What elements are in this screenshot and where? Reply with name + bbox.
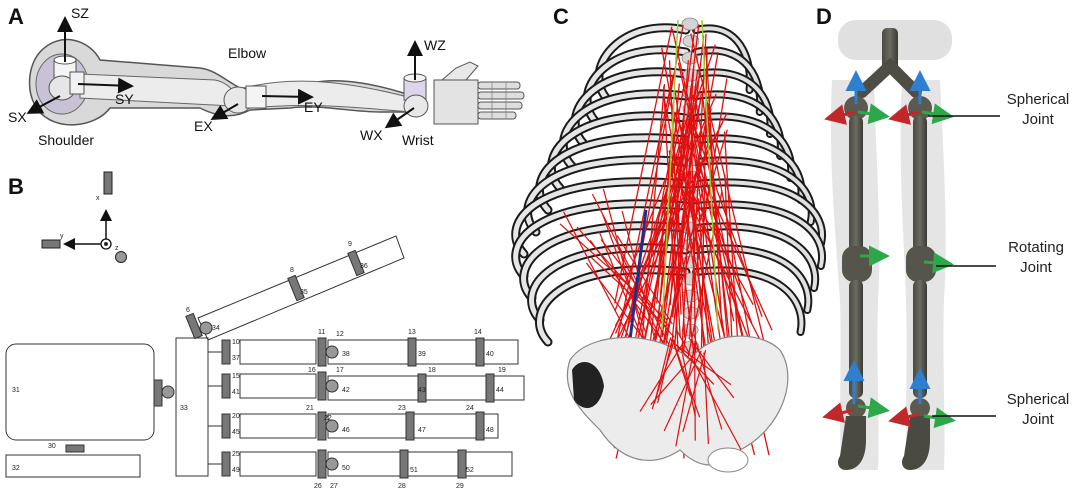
block-label: 10 bbox=[232, 339, 240, 346]
block-label: 47 bbox=[418, 427, 426, 434]
block-label: 15 bbox=[232, 373, 240, 380]
block-label: 8 bbox=[290, 267, 294, 274]
block-label: 35 bbox=[300, 289, 308, 296]
arm-diagram: SZ SX SY Shoulder Elbow EX EY WZ WX Wris… bbox=[8, 5, 524, 148]
label-ex: EX bbox=[194, 118, 213, 134]
block-label: 46 bbox=[342, 427, 350, 434]
label-sy: SY bbox=[115, 91, 134, 107]
block-label: 14 bbox=[474, 329, 482, 336]
ribcage-illustration bbox=[516, 18, 822, 472]
block-label: 42 bbox=[342, 387, 350, 394]
block-label: 6 bbox=[186, 307, 190, 314]
block-label: 48 bbox=[486, 427, 494, 434]
block-label: 25 bbox=[232, 451, 240, 458]
block-label: 28 bbox=[398, 483, 406, 490]
block-label: 24 bbox=[466, 405, 474, 412]
label-rotating-joint-1: Rotating bbox=[1008, 239, 1064, 256]
block-label: 41 bbox=[232, 389, 240, 396]
block-label: 32 bbox=[12, 465, 20, 472]
block-label: 19 bbox=[498, 367, 506, 374]
block-label: 16 bbox=[308, 367, 316, 374]
block-label: 43 bbox=[418, 387, 426, 394]
axis-x-label: x bbox=[96, 195, 100, 202]
label-sx: SX bbox=[8, 109, 27, 125]
block-label: 9 bbox=[348, 241, 352, 248]
block-label: 50 bbox=[342, 465, 350, 472]
block-label: 18 bbox=[428, 367, 436, 374]
block-label: 45 bbox=[232, 429, 240, 436]
block-label: 30 bbox=[48, 443, 56, 450]
knee-right-arrow bbox=[924, 262, 948, 264]
axis-y-label: y bbox=[60, 233, 64, 240]
block-label: 20 bbox=[232, 413, 240, 420]
label-wz: WZ bbox=[424, 37, 446, 53]
label-shoulder: Shoulder bbox=[38, 132, 94, 148]
block-label: 49 bbox=[232, 467, 240, 474]
label-elbow: Elbow bbox=[228, 45, 267, 61]
block-diagram: x y z 31 32 30 33 6 34 8 35 9 36 bbox=[6, 172, 524, 490]
block-label: 39 bbox=[418, 351, 426, 358]
label-rotating-joint-2: Joint bbox=[1020, 259, 1053, 276]
block-label: 21 bbox=[306, 405, 314, 412]
label-spherical-joint-top-1: Spherical bbox=[1007, 91, 1070, 108]
label-wx: WX bbox=[360, 127, 383, 143]
block-label: 13 bbox=[408, 329, 416, 336]
block-label: 40 bbox=[486, 351, 494, 358]
block-label: 52 bbox=[466, 467, 474, 474]
block-label: 27 bbox=[330, 483, 338, 490]
label-spherical-joint-bottom-2: Joint bbox=[1022, 411, 1055, 428]
block-label: 36 bbox=[360, 263, 368, 270]
label-wrist: Wrist bbox=[402, 132, 434, 148]
block-label: 44 bbox=[496, 387, 504, 394]
block-label: 51 bbox=[410, 467, 418, 474]
block-label: 11 bbox=[318, 329, 325, 336]
block-label: 34 bbox=[212, 325, 220, 332]
block-label: 17 bbox=[336, 367, 344, 374]
block-label: 37 bbox=[232, 355, 240, 362]
block-label: 31 bbox=[12, 387, 20, 394]
label-spherical-joint-top-2: Joint bbox=[1022, 111, 1055, 128]
block-label: 33 bbox=[180, 405, 188, 412]
block-label: 29 bbox=[456, 483, 464, 490]
block-label: 22 bbox=[324, 415, 332, 422]
block-label: 38 bbox=[342, 351, 350, 358]
label-sz: SZ bbox=[71, 5, 89, 21]
label-ey: EY bbox=[304, 99, 323, 115]
block-label: 12 bbox=[336, 331, 344, 338]
ey-arrow bbox=[262, 96, 310, 97]
axis-z-label: z bbox=[115, 245, 119, 252]
block-label: 26 bbox=[314, 483, 322, 490]
block-label: 23 bbox=[398, 405, 406, 412]
legs-illustration: Spherical Joint Rotating Joint Spherical… bbox=[828, 20, 1069, 470]
label-spherical-joint-bottom-1: Spherical bbox=[1007, 391, 1070, 408]
